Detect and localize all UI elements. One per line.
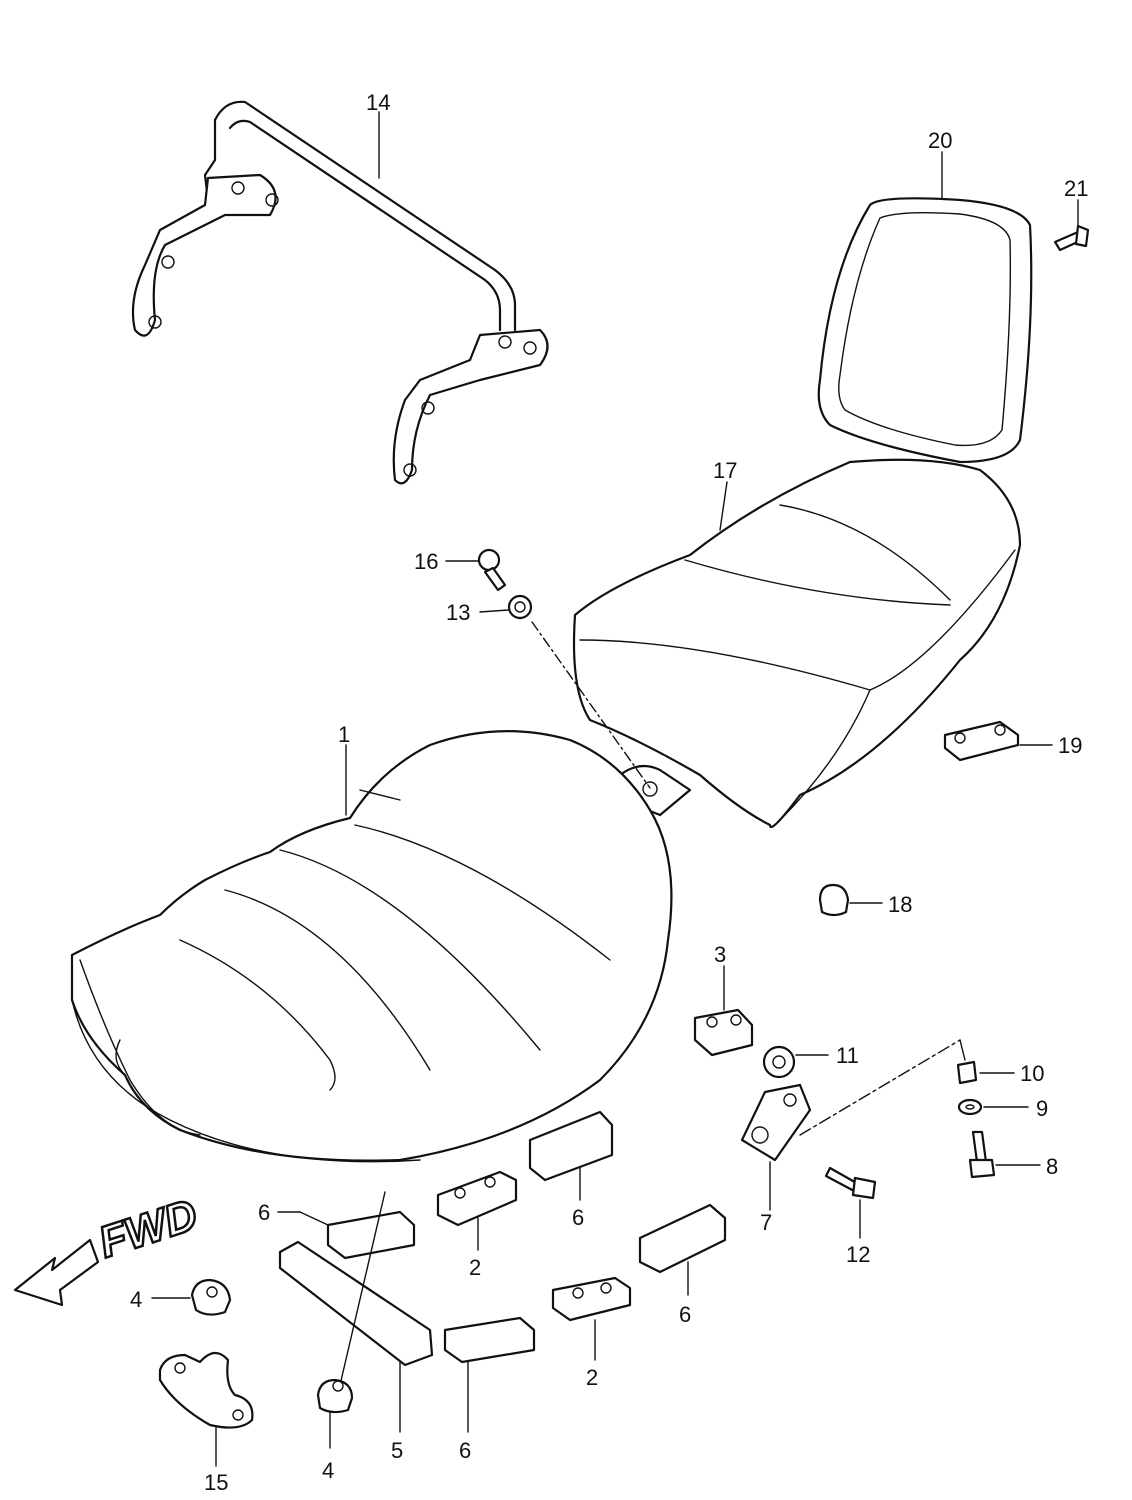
label-part-19: 19 xyxy=(1058,733,1082,758)
label-part-18: 18 xyxy=(888,892,912,917)
cap-nut-part-18 xyxy=(818,883,850,917)
backrest-part-20 xyxy=(817,197,1033,464)
label-part-11: 11 xyxy=(836,1043,859,1068)
label-part-5: 5 xyxy=(391,1438,403,1463)
label-part-15: 15 xyxy=(204,1470,228,1495)
cushion-part-6-c xyxy=(443,1316,536,1364)
screw-part-21 xyxy=(1053,224,1090,252)
label-part-7: 7 xyxy=(760,1210,772,1235)
label-part-9: 9 xyxy=(1036,1096,1048,1121)
cushion-part-2-b xyxy=(551,1276,632,1322)
label-part-3: 3 xyxy=(714,942,726,967)
main-seat-part-1 xyxy=(70,730,673,1163)
cushion-part-6-b xyxy=(326,1210,416,1260)
label-part-13: 13 xyxy=(446,600,470,625)
bracket-part-7 xyxy=(740,1083,812,1162)
label-part-4-b: 4 xyxy=(322,1458,334,1483)
bolt-part-12 xyxy=(824,1166,877,1200)
forward-arrow: FWD xyxy=(13,1189,205,1307)
label-part-6-d: 6 xyxy=(679,1302,691,1327)
label-part-6-a: 6 xyxy=(572,1205,584,1230)
cushion-part-6-d xyxy=(638,1203,727,1274)
cushion-part-6-a xyxy=(528,1110,614,1182)
label-part-6-b: 6 xyxy=(258,1200,270,1225)
nut-part-4-b xyxy=(316,1378,354,1414)
label-part-2-b: 2 xyxy=(586,1365,598,1390)
label-part-16: 16 xyxy=(414,549,438,574)
cushion-part-5 xyxy=(278,1240,434,1367)
washer-part-9 xyxy=(957,1098,983,1116)
label-part-1: 1 xyxy=(338,722,350,747)
bracket-part-15 xyxy=(158,1351,254,1429)
cushion-part-19 xyxy=(943,720,1020,762)
label-part-8: 8 xyxy=(1046,1154,1058,1179)
label-part-4-a: 4 xyxy=(130,1287,142,1312)
label-part-17: 17 xyxy=(713,458,737,483)
grab-rail-part-14 xyxy=(131,100,549,485)
label-part-14: 14 xyxy=(366,90,390,115)
label-part-10: 10 xyxy=(1020,1061,1044,1086)
cushion-part-3 xyxy=(693,1008,754,1057)
nut-part-4-a xyxy=(190,1278,232,1316)
bolt-part-8 xyxy=(968,1130,996,1179)
fwd-label: FWD xyxy=(93,1190,203,1268)
label-part-12: 12 xyxy=(846,1242,870,1267)
collar-part-13 xyxy=(507,594,533,620)
pillion-seat-part-17 xyxy=(572,458,1022,828)
label-part-2-a: 2 xyxy=(469,1255,481,1280)
spacer-part-10 xyxy=(956,1060,978,1085)
nut-part-11 xyxy=(762,1045,796,1079)
cushion-part-2-a xyxy=(436,1170,518,1227)
label-part-21: 21 xyxy=(1064,176,1088,201)
bolt-part-16 xyxy=(477,548,507,592)
label-part-6-c: 6 xyxy=(459,1438,471,1463)
label-part-20: 20 xyxy=(928,128,952,153)
